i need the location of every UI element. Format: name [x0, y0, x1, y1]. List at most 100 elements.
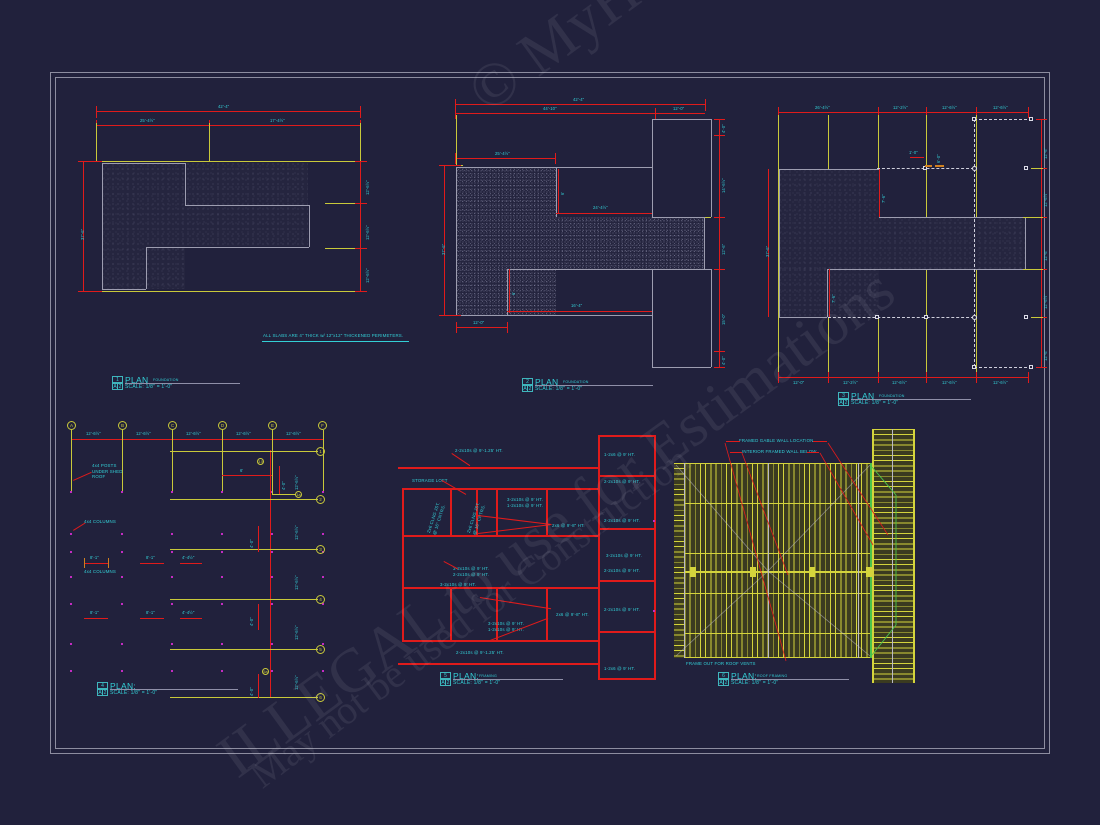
sheet-reference: A 2 [718, 679, 729, 686]
slab-edge [711, 269, 712, 367]
column-point [121, 533, 123, 535]
plan-2-foundation: 42'-4" 44'-10" 12'-0" 25'-4½" [435, 95, 726, 385]
sheet-ref-right: 2 [528, 386, 532, 392]
detail-title: PLAN [851, 391, 875, 401]
detail-scale: SCALE: 1/8" = 1'-0" [125, 383, 173, 390]
pier-footing [924, 315, 928, 319]
plan4-dim-small-3: 4'-4½" [182, 555, 195, 560]
plan3-dim-bottom-2: 12'-2½" [843, 380, 858, 385]
grid-bubble-D: D [218, 421, 227, 430]
leader-line [477, 515, 552, 526]
slab-fill-hatched [456, 217, 704, 269]
dim-tick [1028, 372, 1029, 383]
title-rule [535, 385, 653, 386]
dim-tick [778, 372, 779, 383]
dim-tick [926, 372, 927, 383]
footing-dashed [974, 119, 1032, 120]
wall-line [1031, 317, 1043, 318]
framing-beam [402, 535, 600, 538]
roof-wing-edge [913, 429, 915, 683]
grid-bubble-C: C [168, 421, 177, 430]
column-point [271, 576, 273, 578]
footing-dashed [828, 317, 974, 318]
framing-note-3-2x10-4: 3-2x10s @ 9' HT. 1-2x10s @ 9' HT. [488, 621, 525, 632]
framing-note-right-1: 1-2x6 @ 9' HT. [604, 452, 636, 457]
sheet-ref-right: 2 [844, 400, 848, 406]
framing-beam [402, 488, 405, 640]
plan4-dim-top-4: 12'-6½" [236, 431, 251, 436]
detail-scale: SCALE: 1/8" = 1'-0" [731, 679, 779, 686]
sheet-ref-left: A [839, 400, 844, 406]
framing-beam [398, 663, 600, 666]
leader-line [813, 441, 827, 442]
plan4-dim-top-2: 12'-6½" [136, 431, 151, 436]
slab-edge [146, 247, 147, 289]
dim-line [778, 112, 1028, 113]
plan2-dim-inner-low: 16'-4" [571, 303, 583, 308]
grid-line [222, 430, 223, 492]
dim-tick [714, 367, 725, 368]
dim-tick [878, 372, 879, 383]
dim-line [140, 618, 164, 619]
note-4x4-columns-1: 4x4 COLUMNS [84, 519, 116, 524]
pier-footing [875, 315, 879, 319]
slab-edge [879, 217, 1025, 218]
column-point [171, 533, 173, 535]
grid-bubble-3-5: 3.5 [257, 458, 264, 465]
dim-tick [714, 269, 725, 270]
column-point [322, 670, 324, 672]
plan4-dim-right-4: 12'-6½" [294, 625, 299, 640]
slab-edge [456, 315, 652, 316]
plan3-dim-right-2: 12'-6½" [1043, 192, 1048, 207]
grid-line [323, 430, 324, 492]
plan4-dim-detail-left-1: 4'-0" [249, 539, 254, 548]
column-point [271, 603, 273, 605]
plan2-dim-overall-top: 42'-4" [573, 97, 585, 102]
dim-line [96, 111, 360, 112]
note-underline [262, 341, 409, 342]
dim-tick [439, 315, 461, 316]
footing-dashed [974, 367, 1032, 368]
column-point [221, 551, 223, 553]
column-point [221, 491, 223, 493]
plan1-dim-overall-top: 42'-4" [218, 104, 230, 109]
framing-note-right-4: 2-2x10s @ 9' HT. [604, 568, 641, 573]
plan3-dim-inner-2: 6'-0" [936, 154, 941, 163]
slab-edge [652, 217, 704, 218]
framing-beam [598, 631, 656, 634]
slab-edge [1025, 217, 1026, 269]
framing-note-top: 2-2x10s @ 9'-1.25' HT. [455, 448, 503, 453]
pier-footing-round [972, 166, 977, 171]
roof-sheathing-edge [858, 463, 859, 658]
dim-line [180, 563, 202, 564]
plan3-dim-inner-1: 7'-6" [881, 194, 886, 203]
plan4-dim-small-5: 8'-1" [146, 610, 155, 615]
sheet-ref-right: 2 [118, 384, 122, 390]
dim-line [258, 674, 259, 698]
slab-edge [652, 269, 653, 367]
plan2-dim-inner-upper: 25'-4½" [495, 151, 510, 156]
wall-line [325, 248, 363, 249]
slab-edge [779, 169, 780, 317]
leader-line [807, 452, 819, 453]
dim-tick [455, 153, 456, 164]
detail-number: 6 [718, 672, 729, 679]
plan4-dim-right-1: 12'-6½" [294, 475, 299, 490]
roof-post-marker [809, 567, 815, 577]
framing-note-2x6-2: 2x6 @ 9'-8" HT. [556, 612, 589, 617]
dim-line [455, 104, 705, 105]
dim-line [140, 563, 164, 564]
dim-line [910, 157, 924, 158]
plan4-dim-right-3: 12'-6½" [294, 575, 299, 590]
column-point [221, 670, 223, 672]
footing-marker [935, 165, 944, 167]
wall-line [96, 123, 97, 161]
dim-line [829, 269, 830, 317]
dim-tick [1036, 119, 1047, 120]
plan4-dim-small-4: 8'-1" [90, 610, 99, 615]
dim-line [279, 466, 280, 494]
plan2-dim-small-2: 6' [511, 291, 516, 295]
detail-scale: SCALE: 1/8" = 1'-0" [851, 399, 899, 406]
pier-footing [972, 365, 976, 369]
plan2-dim-right-1: 4'-0" [721, 124, 726, 133]
